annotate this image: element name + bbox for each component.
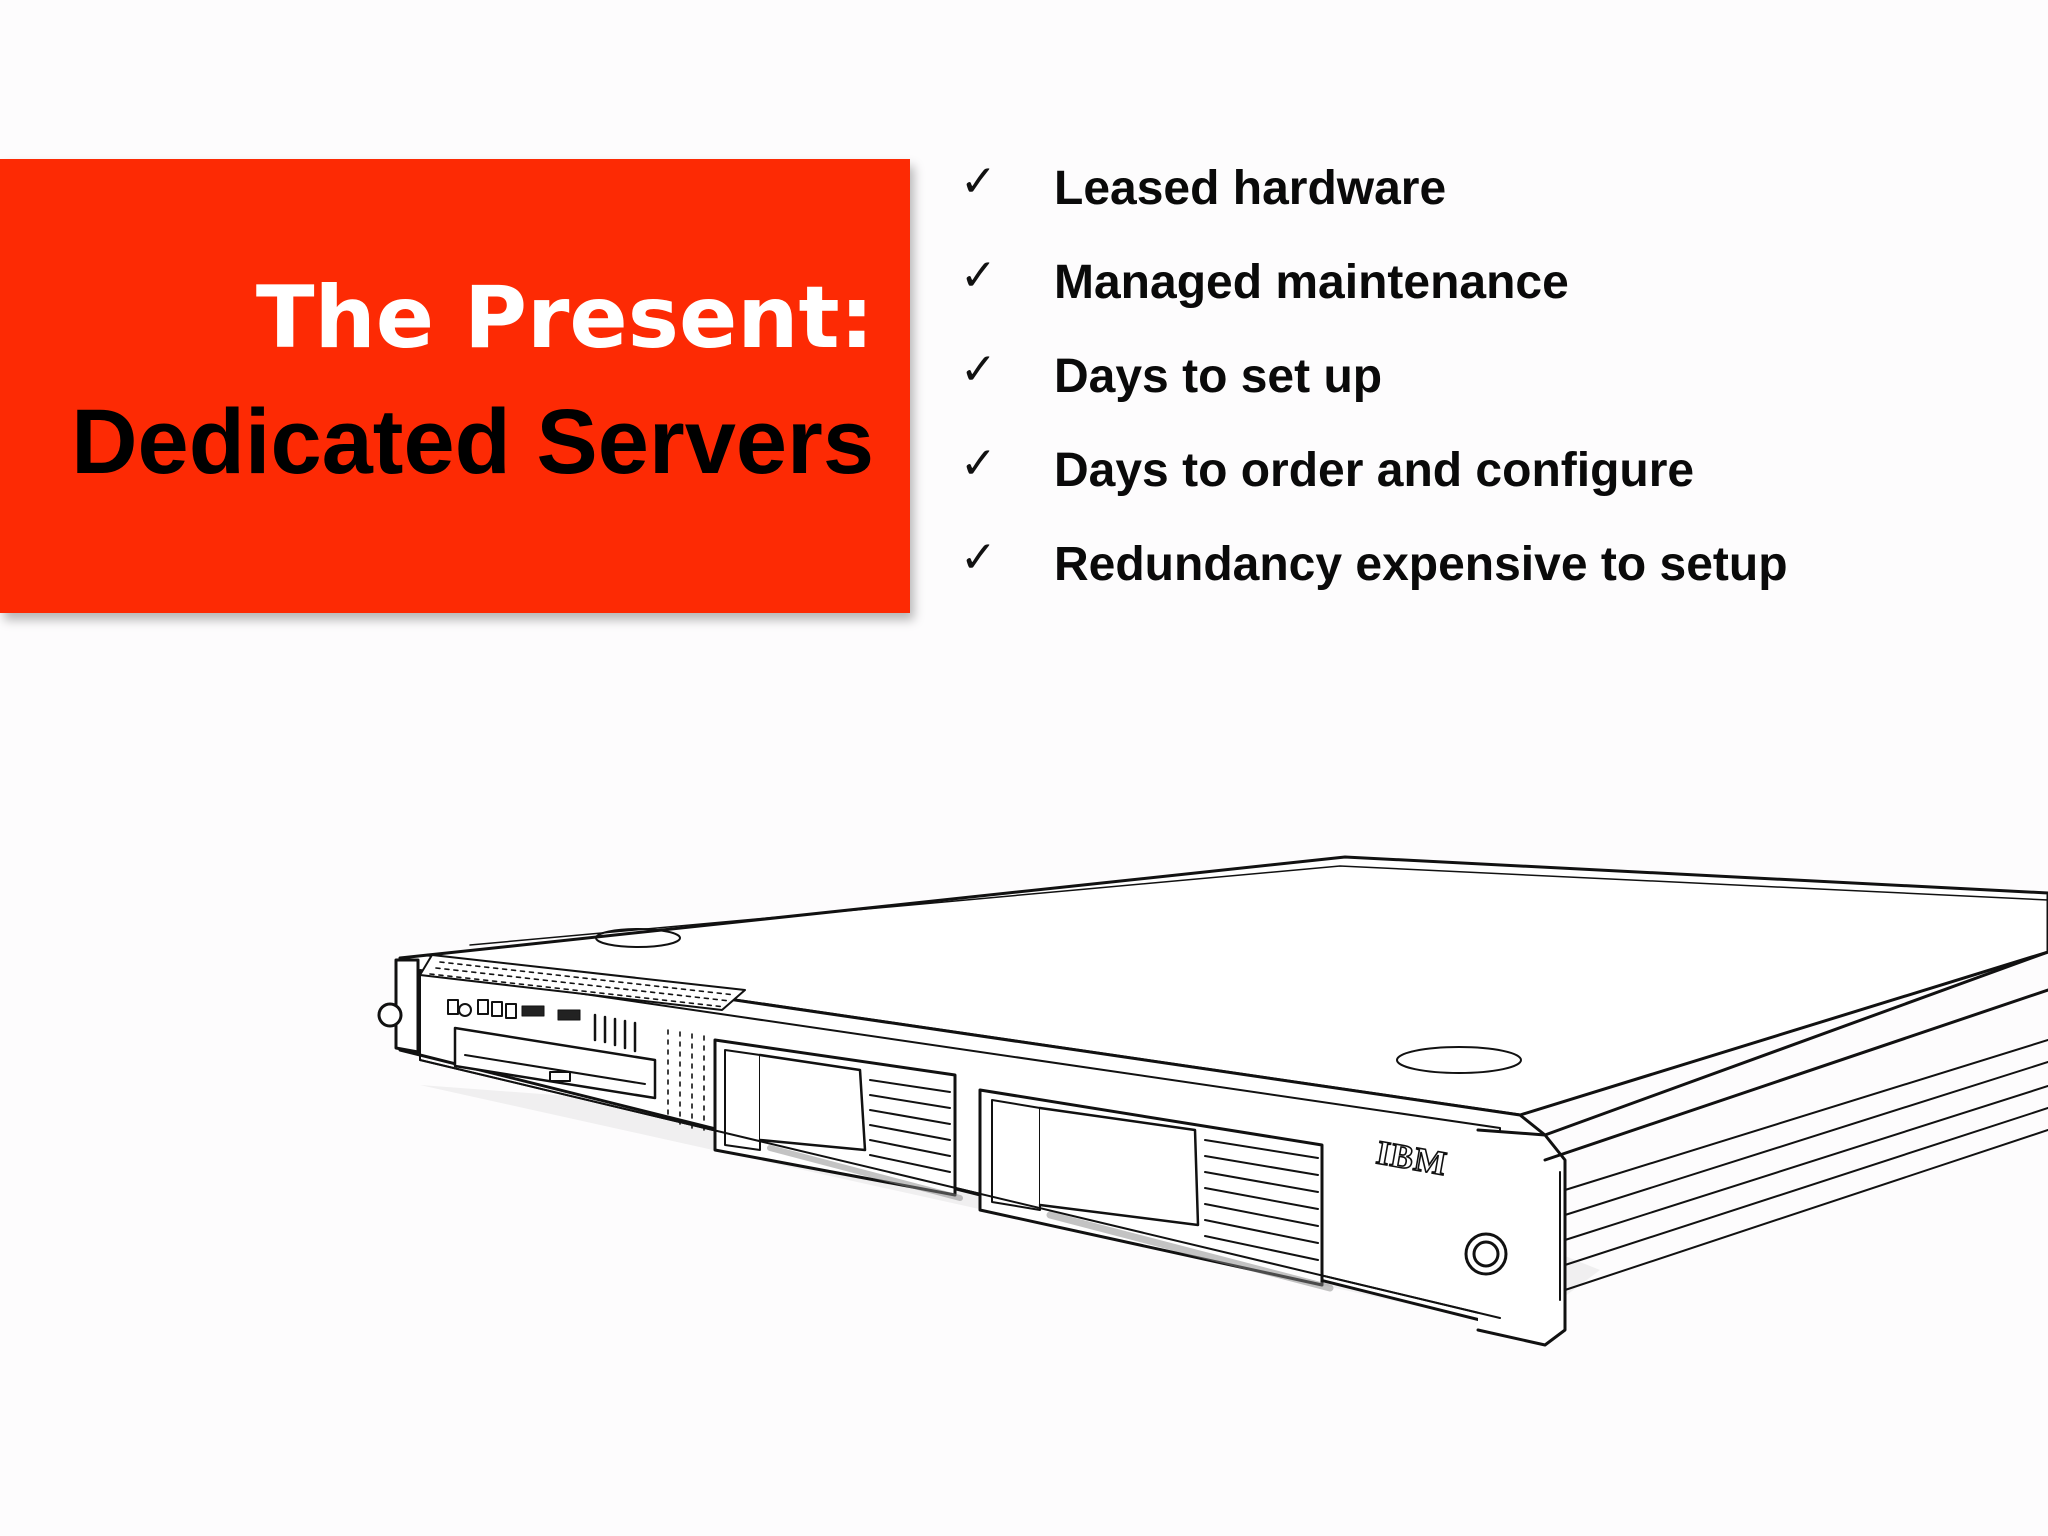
check-icon: ✓ bbox=[960, 250, 997, 301]
check-icon: ✓ bbox=[960, 532, 997, 583]
title-banner: The Present: Dedicated Servers bbox=[0, 159, 910, 613]
check-icon: ✓ bbox=[960, 438, 997, 489]
check-icon: ✓ bbox=[960, 156, 997, 207]
title-line-1: The Present: bbox=[255, 268, 874, 368]
bullet-text: Leased hardware bbox=[1054, 162, 1447, 215]
title-line-2: Dedicated Servers bbox=[71, 391, 874, 493]
bullet-text: Managed maintenance bbox=[1054, 256, 1569, 309]
bullet-text: Days to order and configure bbox=[1054, 444, 1695, 497]
bullet-text: Redundancy expensive to setup bbox=[1054, 538, 1788, 591]
bullet-text: Days to set up bbox=[1054, 350, 1383, 403]
check-icon: ✓ bbox=[960, 344, 997, 395]
